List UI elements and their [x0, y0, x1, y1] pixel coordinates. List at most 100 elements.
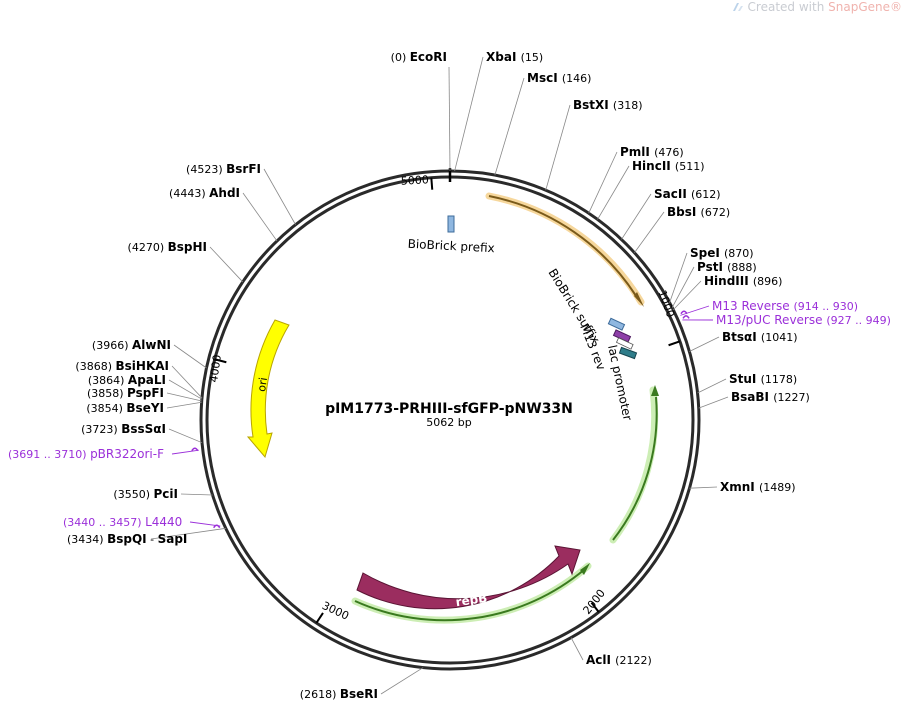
enzyme-line-MscI [494, 77, 525, 176]
enzyme-label-MscI[interactable]: MscI (146) [527, 71, 591, 85]
enzyme-position: (3864) [88, 374, 128, 387]
enzyme-label-AclI[interactable]: AclI (2122) [586, 653, 652, 667]
enzyme-label-SpeI[interactable]: SpeI (870) [690, 246, 754, 260]
enzyme-label-AlwNI[interactable]: (3966) AlwNI [92, 338, 171, 352]
enzyme-label-BbsI[interactable]: BbsI (672) [667, 205, 730, 219]
enzyme-position: (4270) [128, 241, 168, 254]
enzyme-label-EcoRI[interactable]: (0) EcoRI [391, 50, 447, 64]
enzyme-line-SpeI [669, 252, 688, 303]
enzyme-label-BsiHKAI[interactable]: (3868) BsiHKAI [75, 359, 169, 373]
primer-position: (3691 .. 3710) [8, 448, 90, 461]
enzyme-label-SacII[interactable]: SacII (612) [654, 187, 721, 201]
enzyme-line-AclI [570, 637, 584, 661]
enzyme-labels[interactable]: (0) EcoRI XbaI (15) MscI (146) BstXI (318) P… [67, 50, 810, 701]
enzyme-label-BspQI[interactable]: (3434) BspQI - SapI [67, 532, 187, 546]
enzyme-position: (476) [654, 146, 684, 159]
enzyme-label-PstI[interactable]: PstI (888) [697, 260, 757, 274]
enzyme-line-BbsI [634, 211, 665, 253]
enzyme-position: (146) [562, 72, 592, 85]
enzyme-name: ApaLI [128, 373, 166, 387]
primer-label-L4440[interactable]: (3440 .. 3457) L4440 [63, 515, 182, 529]
primer-label-M13/pUC Reverse[interactable]: M13/pUC Reverse (927 .. 949) [716, 313, 891, 327]
enzyme-name: AclI [586, 653, 615, 667]
enzyme-name: PspFI [127, 386, 164, 400]
enzyme-position: (896) [753, 275, 783, 288]
enzyme-label-PspFI[interactable]: (3858) PspFI [87, 386, 164, 400]
primer-label-M13 Reverse[interactable]: M13 Reverse (914 .. 930) [712, 299, 858, 313]
enzyme-label-BspHI[interactable]: (4270) BspHI [128, 240, 207, 254]
feature-repB[interactable]: repB [356, 545, 581, 610]
enzyme-position: (1489) [759, 481, 796, 494]
enzyme-position: (3868) [75, 360, 115, 373]
enzyme-position: (3858) [87, 387, 127, 400]
enzyme-name: SacII [654, 187, 691, 201]
enzyme-name: BstXI [573, 98, 613, 112]
enzyme-label-ApaLI[interactable]: (3864) ApaLI [88, 373, 166, 387]
enzyme-line-StuI [697, 378, 727, 394]
primer-leader-lines [171, 305, 714, 529]
enzyme-line-BtsαI [689, 336, 720, 352]
enzyme-label-PmlI[interactable]: PmlI (476) [620, 145, 684, 159]
orf-orange[interactable] [485, 192, 645, 307]
enzyme-line-EcoRI [448, 66, 451, 172]
enzyme-label-BseYI[interactable]: (3854) BseYI [86, 401, 164, 415]
enzyme-label-HindIII[interactable]: HindIII (896) [704, 274, 782, 288]
enzyme-label-BsaBI[interactable]: BsaBI (1227) [731, 390, 810, 404]
feature-ori[interactable]: ori [246, 319, 290, 459]
enzyme-name: PmlI [620, 145, 654, 159]
enzyme-separator: - [147, 533, 158, 546]
enzyme-name-extra: SapI [158, 532, 188, 546]
enzyme-label-XmnI[interactable]: XmnI (1489) [720, 480, 796, 494]
enzyme-label-BstXI[interactable]: BstXI (318) [573, 98, 643, 112]
enzyme-position: (4443) [169, 187, 209, 200]
watermark-registered: ® [890, 0, 902, 14]
enzyme-label-XbaI[interactable]: XbaI (15) [486, 50, 543, 64]
enzyme-name: MscI [527, 71, 562, 85]
enzyme-name: BseYI [126, 401, 164, 415]
primer-position: (3440 .. 3457) [63, 516, 145, 529]
enzyme-line-PstI [671, 266, 695, 308]
enzyme-name: BspHI [168, 240, 207, 254]
enzyme-name: EcoRI [410, 50, 447, 64]
primer-arrow-icon [213, 524, 221, 529]
enzyme-label-BssSαI[interactable]: (3723) BssSαI [81, 422, 166, 436]
enzyme-position: (2618) [300, 688, 340, 701]
enzyme-name: BseRI [340, 687, 378, 701]
enzyme-name: BsiHKAI [116, 359, 170, 373]
feature-lac-promoter[interactable]: lac promoter [605, 344, 638, 422]
enzyme-label-BseRI[interactable]: (2618) BseRI [300, 687, 378, 701]
enzyme-name: XmnI [720, 480, 759, 494]
enzyme-position: (511) [675, 160, 705, 173]
watermark-brand: SnapGene [828, 0, 890, 14]
feature-biobrick-prefix[interactable]: BioBrick prefix [407, 215, 495, 256]
enzyme-label-AhdI[interactable]: (4443) AhdI [169, 186, 240, 200]
enzyme-line-AhdI [242, 192, 278, 242]
enzyme-leader-lines [150, 56, 729, 695]
enzyme-line-HindIII [672, 280, 702, 311]
enzyme-line-SacII [621, 193, 652, 240]
feature-lac-operator[interactable] [615, 337, 634, 350]
enzyme-line-HincII [597, 165, 630, 220]
tick-label-2000: 2000 [581, 587, 608, 617]
plasmid-name: pIM1773-PRHIII-sfGFP-pNW33N [325, 401, 573, 417]
enzyme-line-XmnI [689, 486, 718, 489]
enzyme-label-BsrFI[interactable]: (4523) BsrFI [186, 162, 261, 176]
enzyme-label-StuI[interactable]: StuI (1178) [729, 372, 797, 386]
enzyme-position: (3434) [67, 533, 107, 546]
primer-label-pBR322ori-F[interactable]: (3691 .. 3710) pBR322ori-F [8, 447, 164, 461]
enzyme-label-PciI[interactable]: (3550) PciI [113, 487, 178, 501]
feature-label-biobrick-prefix: BioBrick prefix [407, 237, 495, 256]
tick-label-4000: 4000 [207, 354, 224, 384]
enzyme-line-BspHI [209, 246, 244, 283]
enzyme-position: (318) [613, 99, 643, 112]
orf-green-right[interactable] [609, 385, 659, 544]
tick-label-3000: 3000 [320, 599, 351, 623]
orf-green-bottom[interactable] [351, 562, 592, 624]
enzyme-position: (870) [724, 247, 754, 260]
enzyme-label-BtsαI[interactable]: BtsαI (1041) [722, 330, 798, 344]
primer-labels[interactable]: M13 Reverse (914 .. 930)M13/pUC Reverse … [8, 299, 891, 529]
feature-label-ori: ori [255, 377, 270, 393]
tick-2000 [590, 602, 600, 613]
feature-label-m13-rev: M13 rev [577, 322, 608, 372]
enzyme-label-HincII[interactable]: HincII (511) [632, 159, 705, 173]
